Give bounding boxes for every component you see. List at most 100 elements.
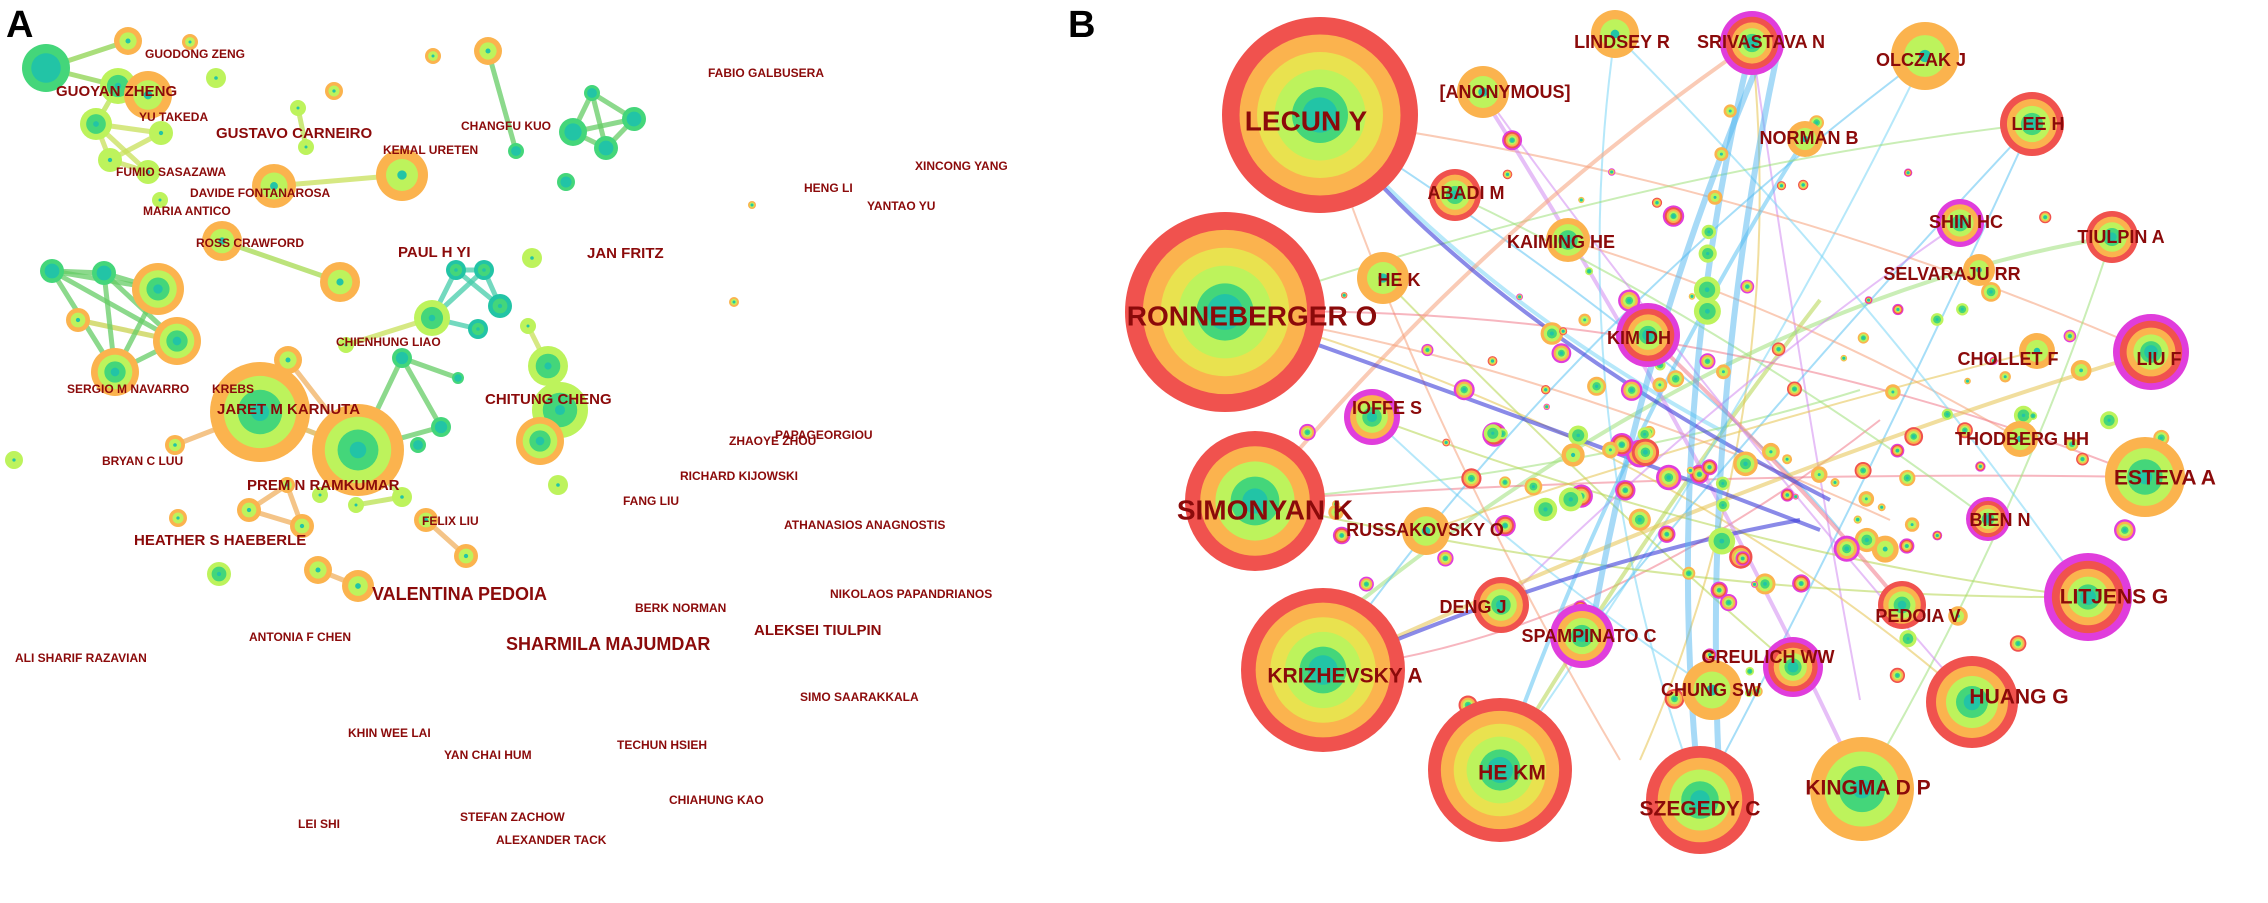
panel-b-small-node <box>1608 168 1616 176</box>
panel-a-label-stefan-zachow: STEFAN ZACHOW <box>460 810 565 824</box>
panel-a-node-gustavo-carneiro <box>124 71 172 119</box>
panel-a-node <box>279 477 295 493</box>
panel-b-small-node <box>1658 525 1676 543</box>
panel-a-label-khin-wee-lai: KHIN WEE LAI <box>348 726 431 740</box>
panel-b-small-node <box>1699 353 1716 370</box>
panel-a-node-fang-liu <box>414 300 450 336</box>
panel-a-node <box>348 497 364 513</box>
panel-b-node-kaiming-he <box>1546 218 1590 262</box>
panel-b-small-node <box>1332 500 1340 508</box>
panel-a-label-sharmila-majumdar: SHARMILA MAJUMDAR <box>506 634 710 654</box>
panel-b-label-thodberg-hh: THODBERG HH <box>1955 429 2089 449</box>
panel-b-small-node <box>1533 497 1558 522</box>
panel-a-label-xincong-yang: XINCONG YANG <box>915 159 1008 173</box>
panel-b-small-node <box>1483 424 1502 443</box>
panel-a-label-heather-s-haeberle: HEATHER S HAEBERLE <box>134 532 306 549</box>
panel-a-label-ross-crawford: ROSS CRAWFORD <box>196 236 304 250</box>
panel-b-nodes <box>1125 10 2189 854</box>
panel-b-node-tiulpin-a <box>2086 211 2138 263</box>
panel-b-label-selvaraju-rr: SELVARAJU RR <box>1883 264 2020 284</box>
panel-a-link <box>485 48 519 154</box>
panel-b-node-srivastava-n <box>1720 11 1784 75</box>
panel-b-small-node <box>1840 354 1848 362</box>
panel-a-label-changfu-kuo: CHANGFU KUO <box>461 119 551 133</box>
panel-a-node <box>446 260 466 280</box>
panel-a-node-guodong-zeng <box>114 27 142 55</box>
panel-a-node-papageorgiou <box>520 318 536 334</box>
panel-b-small-node <box>1421 343 1434 357</box>
panel-b-label-krizhevsky-a: KRIZHEVSKY A <box>1267 665 1422 688</box>
panel-b-small-node <box>1740 279 1755 294</box>
panel-b-small-node <box>1975 461 1986 472</box>
panel-b-small-node <box>1698 244 1717 263</box>
panel-b-link <box>1581 123 2033 637</box>
panel-b-small-node <box>1499 476 1511 489</box>
panel-b-label-russakovsky-o: RUSSAKOVSKY O <box>1346 520 1504 540</box>
panel-a-node <box>425 48 441 64</box>
panel-b-small-node <box>1877 503 1886 512</box>
panel-a-label-nikolaos-papandrianos: NIKOLAOS PAPANDRIANOS <box>830 587 992 601</box>
panel-b-node-ioffe-s <box>1344 389 1400 445</box>
panel-a-label-papageorgiou: PAPAGEORGIOU <box>775 428 873 442</box>
panel-b-small-node <box>1857 332 1870 344</box>
panel-b-small-node <box>1541 385 1551 395</box>
panel-b-small-node <box>1502 169 1513 180</box>
panel-b-node-lindsey-r <box>1591 10 1639 58</box>
panel-b-link <box>1478 90 1864 790</box>
panel-b-small-node <box>1651 197 1663 208</box>
panel-b-node-russakovsky-o <box>1402 507 1450 555</box>
panel-b-small-node <box>1751 581 1758 588</box>
panel-a-node <box>298 139 314 155</box>
panel-b-label-kaiming-he: KAIMING HE <box>1507 232 1615 252</box>
panel-a-node-athanasios-anagnostis <box>528 346 568 386</box>
panel-b-small-node <box>1930 313 1944 326</box>
panel-a-label-felix-liu: FELIX LIU <box>422 514 479 528</box>
panel-a-node-fumio-sasazawa <box>80 108 112 140</box>
panel-b-node-lecun-y <box>1222 17 1418 213</box>
panel-b-small-node <box>1516 293 1523 301</box>
panel-a-label-antonia-f-chen: ANTONIA F CHEN <box>249 630 351 644</box>
panel-a-link <box>399 355 444 430</box>
panel-a-node-krebs <box>92 261 116 285</box>
panel-b-small-node <box>1682 566 1696 580</box>
panel-b-label-liu-f: LIU F <box>2137 349 2182 369</box>
panel-a-label-alexander-tack: ALEXANDER TACK <box>496 833 607 847</box>
panel-b-small-node <box>1889 667 1905 684</box>
panel-a-node-stefan-zachow <box>304 556 332 584</box>
panel-a-node <box>152 192 168 208</box>
panel-b-node-bien-n <box>1966 497 2010 541</box>
panel-a-node-antonia-f-chen <box>165 435 185 455</box>
panel-b-label-he-km: HE KM <box>1478 762 1546 785</box>
panel-b-small-node <box>2100 411 2119 430</box>
panel-b-node-simonyan-k <box>1185 431 1325 571</box>
panel-a-node-changfu-kuo <box>325 82 343 100</box>
panel-b-node-pedoia-v <box>1878 581 1926 629</box>
panel-b-small-node <box>1568 425 1589 446</box>
panel-a-label-guodong-zeng: GUODONG ZENG <box>145 47 245 61</box>
panel-b-link <box>1598 33 1701 801</box>
panel-a-label-fumio-sasazawa: FUMIO SASAZAWA <box>116 165 226 179</box>
panel-b-link <box>1229 309 1973 703</box>
panel-b-small-node <box>1615 480 1636 501</box>
panel-b-small-node <box>2065 437 2079 451</box>
panel-b-small-node <box>1707 190 1723 205</box>
panel-b-small-node <box>1667 370 1685 388</box>
panel-b-label-greulich-ww: GREULICH WW <box>1702 647 1835 667</box>
panel-a-node-simo-saarakkala <box>548 475 568 495</box>
panel-b-small-node <box>1932 530 1943 541</box>
panel-a-label-ali-sharif-razavian: ALI SHARIF RAZAVIAN <box>15 651 147 665</box>
panel-b-label-kingma-d-p: KINGMA D P <box>1805 777 1930 800</box>
panel-b-small-node <box>1899 538 1915 554</box>
panel-b-node-spampinato-c <box>1550 604 1614 668</box>
panel-b-label-kim-dh: KIM DH <box>1607 328 1671 348</box>
panel-b-small-node <box>1693 276 1721 303</box>
panel-b-small-node <box>1558 487 1583 512</box>
panel-a-node-lei-shi <box>207 562 231 586</box>
panel-a-node <box>392 348 412 368</box>
panel-b-small-node <box>1981 282 2001 302</box>
panel-b-link <box>1254 500 2089 599</box>
panel-a-label-yan-chai-hum: YAN CHAI HUM <box>444 748 532 762</box>
panel-b-link <box>1646 333 1904 607</box>
panel-b-link <box>1614 33 2089 598</box>
